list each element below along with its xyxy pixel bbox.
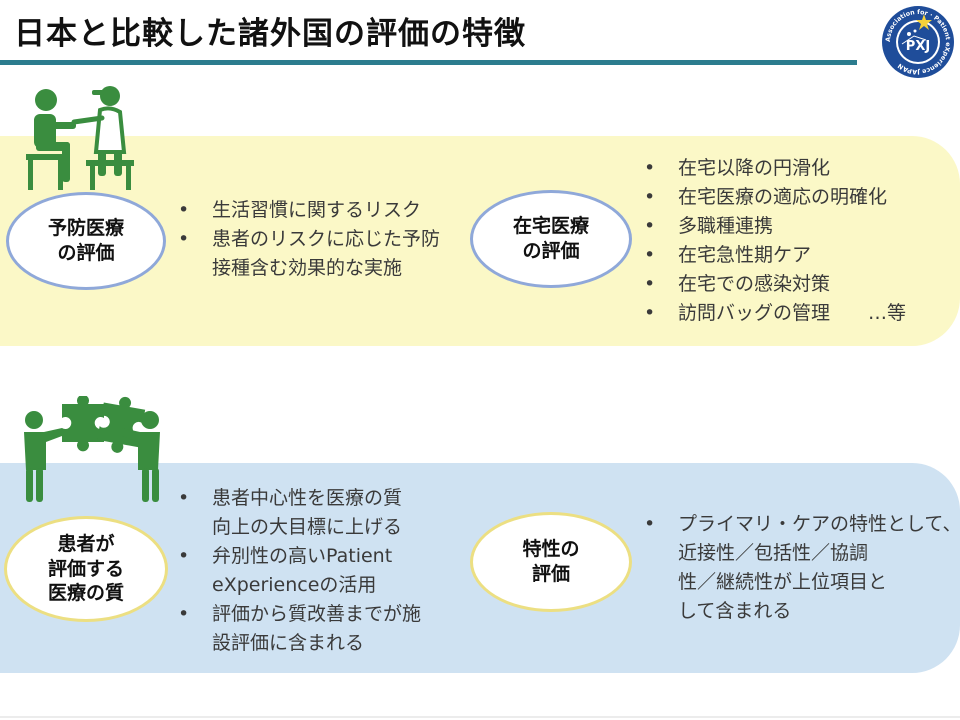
features-bullets: •プライマリ・ケアの特性として、 近接性／包括性／協調 性／継続性が上位項目と … <box>644 510 960 626</box>
list-item: •患者中心性を医療の質 <box>178 487 403 509</box>
list-item: •プライマリ・ケアの特性として、 <box>644 513 960 535</box>
oval-line: 予防医療 <box>47 217 124 240</box>
prevention-bullets: •生活習慣に関するリスク •患者のリスクに応じた予防 接種含む効果的な実施 <box>178 196 440 283</box>
list-item: •評価から質改善までが施 <box>178 603 422 625</box>
oval-line: 評価する <box>47 557 124 580</box>
list-item: •患者のリスクに応じた予防 <box>178 228 441 250</box>
bottom-divider <box>0 716 960 718</box>
homecare-bullets: •在宅以降の円滑化 •在宅医療の適応の明確化 •多職種連携 •在宅急性期ケア •… <box>644 154 906 328</box>
list-item: 近接性／包括性／協調 <box>678 542 869 564</box>
list-item: •弁別性の高いPatient <box>178 545 393 567</box>
oval-line: 医療の質 <box>47 582 124 605</box>
list-item: •在宅急性期ケア <box>644 244 812 266</box>
oval-line: の評価 <box>522 240 580 262</box>
list-item: •生活習慣に関するリスク <box>178 199 422 221</box>
list-item: して含まれる <box>678 600 792 622</box>
homecare-evaluation-label: 在宅医療 の評価 <box>470 190 632 288</box>
list-item: 性／継続性が上位項目と <box>678 571 888 593</box>
features-evaluation-label: 特性の 評価 <box>470 512 632 612</box>
oval-line: 患者が <box>57 532 115 555</box>
list-item: 接種含む効果的な実施 <box>212 257 403 279</box>
quality-bullets: •患者中心性を医療の質 向上の大目標に上げる •弁別性の高いPatient eX… <box>178 484 421 658</box>
oval-line: 特性の <box>522 538 580 561</box>
puzzle-collaboration-icon <box>24 396 160 502</box>
list-item: •在宅医療の適応の明確化 <box>644 186 888 208</box>
doctor-patient-icon <box>26 86 134 190</box>
oval-line: の評価 <box>57 242 115 264</box>
list-item: •在宅以降の円滑化 <box>644 157 831 179</box>
pxj-logo-icon: Association for · Patient eXperience JAP… <box>882 6 954 78</box>
list-item: •多職種連携 <box>644 215 774 237</box>
list-item: 向上の大目標に上げる <box>212 516 403 538</box>
oval-line: 評価 <box>531 563 570 585</box>
page-title: 日本と比較した諸外国の評価の特徴 <box>14 16 526 52</box>
title-underline <box>0 60 857 65</box>
list-item: •在宅での感染対策 <box>644 273 831 295</box>
prevention-evaluation-label: 予防医療 の評価 <box>6 192 166 290</box>
list-item: 設評価に含まれる <box>212 632 365 654</box>
list-item: •訪問バッグの管理 …等 <box>644 302 907 324</box>
list-item: eXperienceの活用 <box>212 574 377 596</box>
patient-evaluated-quality-label: 患者が 評価する 医療の質 <box>4 516 168 622</box>
oval-line: 在宅医療 <box>512 215 589 238</box>
logo-text: PXJ <box>906 39 930 54</box>
